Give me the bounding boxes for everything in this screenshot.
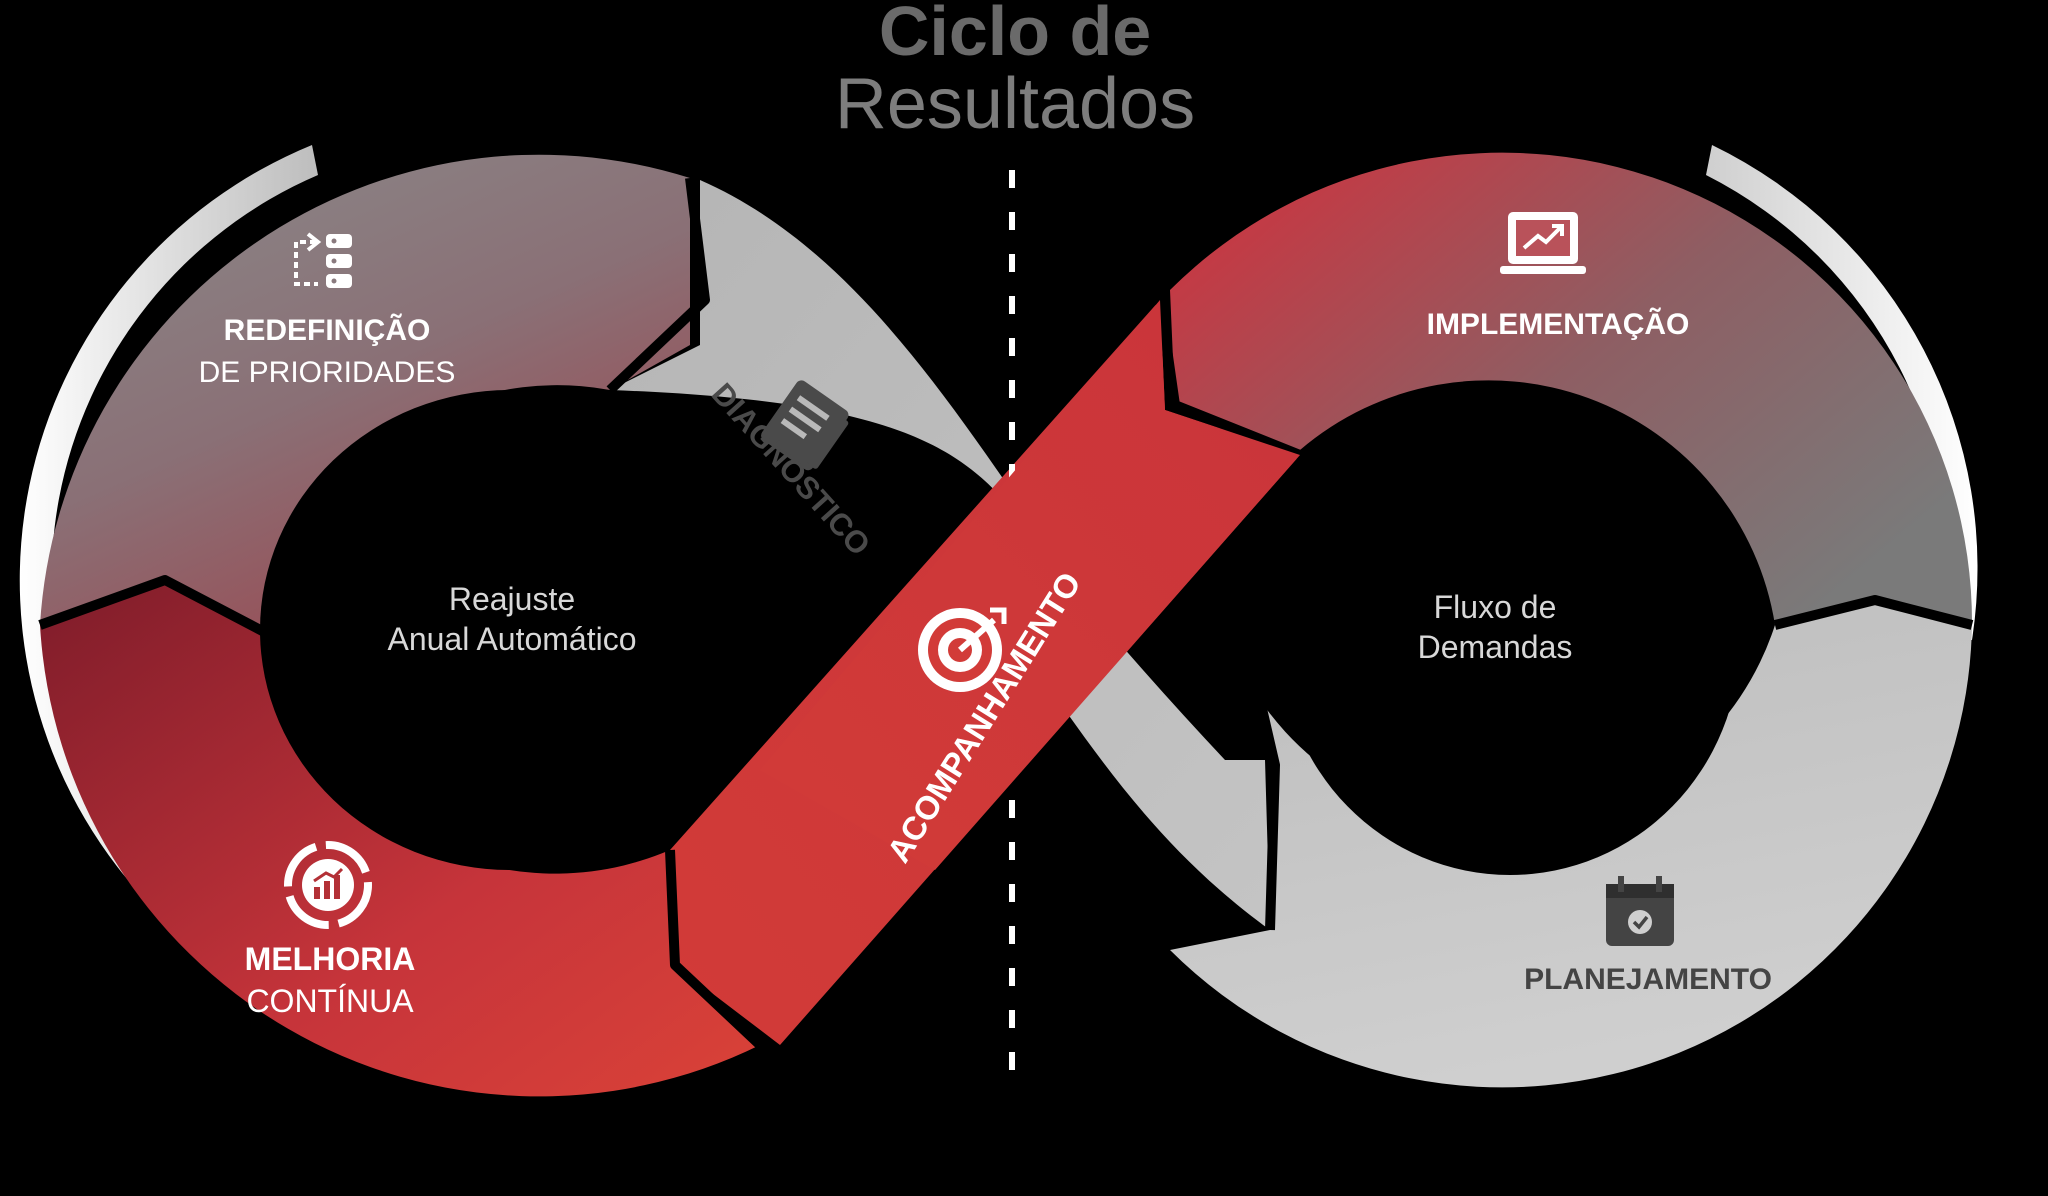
left-outer-rim — [19, 145, 319, 910]
left-center-line-2: Anual Automático — [387, 621, 636, 657]
left-inner-hole — [260, 390, 760, 870]
segment-redefinicao — [40, 154, 690, 635]
melhoria-label-line-2: CONTÍNUA — [246, 983, 414, 1019]
target-icon — [918, 607, 1007, 692]
redefinicao-label-line-2: DE PRIORIDADES — [199, 356, 456, 389]
left-center-line-1: Reajuste — [449, 581, 575, 617]
segment-diagnostico — [610, 180, 1270, 930]
priority-list-icon — [294, 232, 352, 288]
title-line-1: Ciclo de — [879, 0, 1151, 70]
laptop-chart-icon — [1500, 212, 1586, 274]
right-inner-hole — [1280, 405, 1740, 875]
right-center-line-2: Demandas — [1418, 629, 1573, 665]
segment-separators — [38, 177, 1974, 1049]
redefinicao-label-line-1: REDEFINIÇÃO — [224, 313, 431, 347]
planejamento-label: PLANEJAMENTO — [1524, 963, 1772, 996]
acompanhamento-overlay — [760, 300, 1300, 870]
segment-implementacao — [1170, 152, 1973, 626]
implementacao-label: IMPLEMENTAÇÃO — [1427, 307, 1690, 341]
document-pen-icon — [761, 380, 849, 471]
right-center-line-1: Fluxo de — [1434, 589, 1557, 625]
melhoria-label-line-1: MELHORIA — [245, 941, 416, 977]
cycle-chart-icon — [284, 841, 372, 929]
title-line-2: Resultados — [835, 64, 1195, 144]
calendar-check-icon — [1606, 876, 1674, 946]
